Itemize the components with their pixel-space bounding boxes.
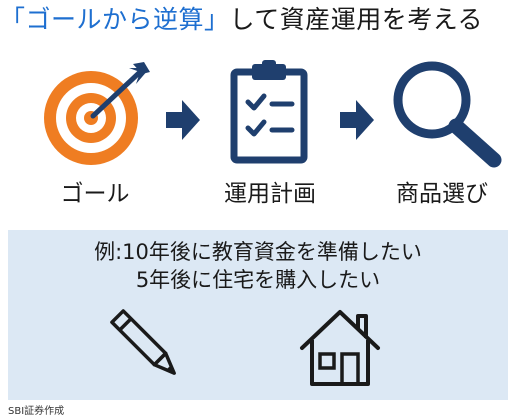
example-line-2: 5年後に住宅を購入したい bbox=[135, 268, 381, 292]
title-rest: して資産運用を考える bbox=[229, 5, 484, 34]
source-note: SBI証券作成 bbox=[8, 406, 65, 417]
arrow-right-icon bbox=[166, 100, 200, 140]
pencil-icon bbox=[110, 309, 176, 375]
title-bracket-open: 「 bbox=[0, 5, 26, 34]
house-icon bbox=[300, 310, 380, 386]
page-title: 「ゴールから逆算」して資産運用を考える bbox=[0, 0, 516, 40]
title-bracket-close: 」 bbox=[204, 5, 230, 34]
step-label-product: 商品選び bbox=[396, 181, 488, 207]
clipboard-checklist-icon bbox=[230, 60, 308, 164]
title-highlight: ゴールから逆算 bbox=[25, 5, 205, 34]
example-panel: 例:10年後に教育資金を準備したい 5年後に住宅を購入したい bbox=[8, 230, 508, 400]
example-line-1: 例:10年後に教育資金を準備したい bbox=[94, 240, 422, 264]
magnifier-icon bbox=[393, 61, 502, 168]
target-icon bbox=[44, 62, 150, 165]
arrow-right-icon bbox=[340, 100, 374, 140]
step-label-plan: 運用計画 bbox=[224, 181, 316, 207]
step-label-goal: ゴール bbox=[60, 181, 130, 207]
